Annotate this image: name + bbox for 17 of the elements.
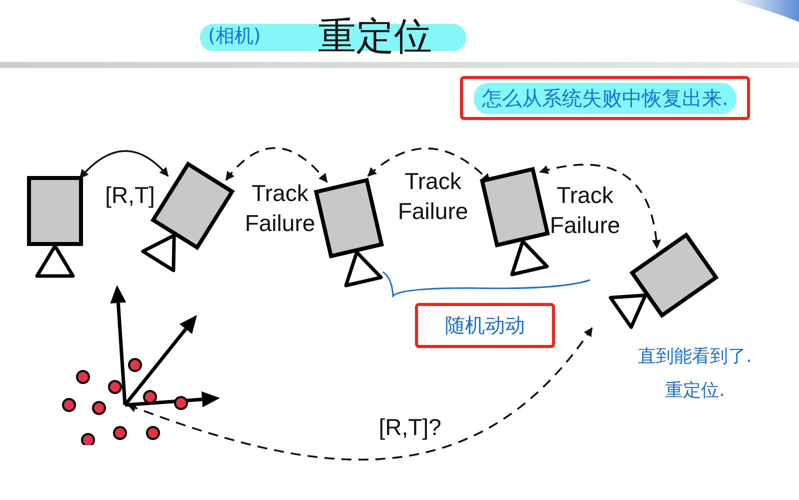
handwritten-note: (相机) bbox=[208, 24, 261, 49]
edge-label: Track Failure bbox=[396, 167, 470, 226]
arrow bbox=[225, 147, 328, 183]
handwritten-note: 随机动动 bbox=[445, 312, 525, 339]
edge-label: Track Failure bbox=[244, 179, 316, 238]
title: 重定位 bbox=[318, 14, 432, 58]
handwritten-note: 直到能看到了. 重定位. bbox=[637, 345, 753, 403]
handwritten-note: 怎么从系统失败中恢复出来. bbox=[474, 82, 736, 114]
arrow bbox=[539, 164, 661, 249]
annotation-box bbox=[415, 303, 555, 348]
edge-label: [R,T] bbox=[104, 181, 156, 210]
arrow bbox=[79, 150, 169, 179]
arrow bbox=[127, 327, 593, 460]
camera-icon bbox=[27, 176, 83, 280]
edge-label: Track Failure bbox=[548, 181, 622, 240]
edge-label: [R,T]? bbox=[378, 413, 442, 442]
question-box bbox=[460, 76, 750, 120]
